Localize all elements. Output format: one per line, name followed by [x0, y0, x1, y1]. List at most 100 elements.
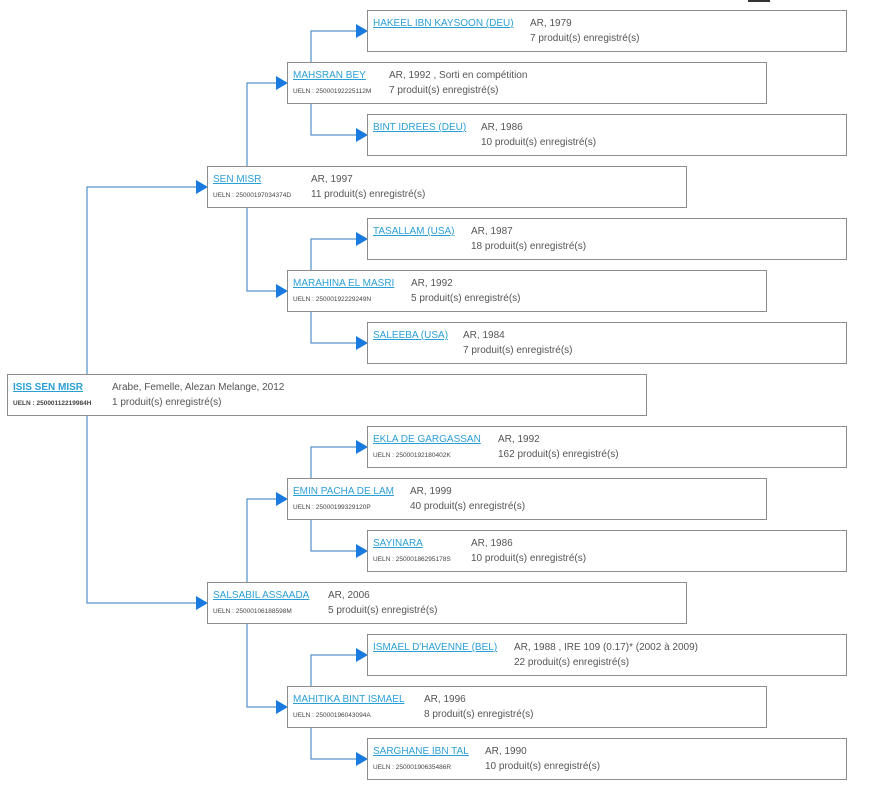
- products-count: 5 produit(s) enregistré(s): [328, 605, 438, 616]
- horse-name-link[interactable]: EKLA DE GARGASSAN: [373, 434, 481, 445]
- horse-node-dam: SALSABIL ASSAADA UELN : 25000106188598M …: [207, 582, 687, 624]
- ueln-label: UELN : 25000197034374D: [213, 192, 292, 199]
- arrow-icon: [356, 336, 368, 350]
- connector-dd-dds: [310, 654, 356, 686]
- connector-sd-sdd: [310, 311, 356, 344]
- horse-name-link[interactable]: ISIS SEN MISR: [13, 382, 84, 393]
- horse-name-link[interactable]: ISMAEL D'HAVENNE (BEL): [373, 642, 498, 653]
- horse-info: AR, 1986: [471, 538, 513, 549]
- ueln-label: UELN : 25000192180402K: [373, 452, 451, 459]
- horse-info: AR, 2006: [328, 590, 370, 601]
- ueln-label: UELN : 25000106188598M: [213, 608, 292, 615]
- connector-ds-dsd: [310, 519, 356, 552]
- horse-node-sire-dam: MARAHINA EL MASRI UELN : 25000192229249N…: [287, 270, 767, 312]
- arrow-icon: [356, 648, 368, 662]
- horse-info: Arabe, Femelle, Alezan Melange, 2012: [112, 382, 285, 393]
- products-count: 10 produit(s) enregistré(s): [471, 553, 587, 564]
- ueln-label: UELN : 25000186295178S: [373, 556, 451, 563]
- ueln-label: UELN : 25000190635486R: [373, 764, 452, 771]
- arrow-icon: [196, 596, 208, 610]
- products-count: 8 produit(s) enregistré(s): [424, 709, 534, 720]
- arrow-icon: [276, 76, 288, 90]
- horse-info: AR, 1992 , Sorti en compétition: [389, 70, 528, 81]
- products-count: 5 produit(s) enregistré(s): [411, 293, 521, 304]
- horse-node-dss: EKLA DE GARGASSAN UELN : 25000192180402K…: [367, 426, 847, 468]
- horse-name-link[interactable]: SARGHANE IBN TAL: [373, 746, 469, 757]
- connector-ss-sss: [310, 30, 356, 62]
- horse-node-dam-sire: EMIN PACHA DE LAM UELN : 25000199329120P…: [287, 478, 767, 520]
- ueln-label: UELN : 25000192225112M: [293, 88, 372, 95]
- products-count: 1 produit(s) enregistré(s): [112, 397, 222, 408]
- horse-name-link[interactable]: TASALLAM (USA): [373, 226, 455, 237]
- horse-name-link[interactable]: EMIN PACHA DE LAM: [293, 486, 394, 497]
- products-count: 10 produit(s) enregistré(s): [485, 761, 601, 772]
- arrow-icon: [356, 232, 368, 246]
- arrow-icon: [356, 128, 368, 142]
- horse-node-ssd: BINT IDREES (DEU) AR, 1986 10 produit(s)…: [367, 114, 847, 156]
- horse-name-link[interactable]: SALSABIL ASSAADA: [213, 590, 310, 601]
- products-count: 22 produit(s) enregistré(s): [514, 657, 630, 668]
- arrow-icon: [356, 752, 368, 766]
- horse-info: AR, 1979: [530, 18, 572, 29]
- horse-node-sire: SEN MISR UELN : 25000197034374D AR, 1997…: [207, 166, 687, 208]
- horse-info: AR, 1992: [498, 434, 540, 445]
- products-count: 7 produit(s) enregistré(s): [463, 345, 573, 356]
- horse-node-sss: HAKEEL IBN KAYSOON (DEU) AR, 1979 7 prod…: [367, 10, 847, 52]
- arrow-icon: [356, 440, 368, 454]
- connector-root-sire: [86, 186, 196, 374]
- horse-info: AR, 1999: [410, 486, 452, 497]
- top-scroll-indicator: [748, 0, 770, 2]
- horse-info: AR, 1990: [485, 746, 527, 757]
- connector-sd-sds: [310, 238, 356, 270]
- horse-name-link[interactable]: MAHITIKA BINT ISMAEL: [293, 694, 405, 705]
- horse-node-sdd: SALEEBA (USA) AR, 1984 7 produit(s) enre…: [367, 322, 847, 364]
- products-count: 7 produit(s) enregistré(s): [389, 85, 499, 96]
- arrow-icon: [196, 180, 208, 194]
- connector-ds-dss: [310, 446, 356, 478]
- products-count: 40 produit(s) enregistré(s): [410, 501, 526, 512]
- horse-info: AR, 1992: [411, 278, 453, 289]
- connector-sire-sd: [246, 207, 276, 292]
- horse-name-link[interactable]: SAYINARA: [373, 538, 423, 549]
- products-count: 7 produit(s) enregistré(s): [530, 33, 640, 44]
- horse-name-link[interactable]: SALEEBA (USA): [373, 330, 449, 341]
- products-count: 18 produit(s) enregistré(s): [471, 241, 587, 252]
- horse-name-link[interactable]: MAHSRAN BEY: [293, 70, 366, 81]
- horse-name-link[interactable]: SEN MISR: [213, 174, 262, 185]
- horse-info: AR, 1997: [311, 174, 353, 185]
- arrow-icon: [276, 492, 288, 506]
- horse-info: AR, 1986: [481, 122, 523, 133]
- horse-node-dsd: SAYINARA UELN : 25000186295178S AR, 1986…: [367, 530, 847, 572]
- products-count: 10 produit(s) enregistré(s): [481, 137, 597, 148]
- connector-sire-ss: [246, 82, 276, 166]
- horse-node-ddd: SARGHANE IBN TAL UELN : 25000190635486R …: [367, 738, 847, 780]
- horse-info: AR, 1984: [463, 330, 505, 341]
- horse-node-dam-dam: MAHITIKA BINT ISMAEL UELN : 250001960430…: [287, 686, 767, 728]
- horse-node-sds: TASALLAM (USA) AR, 1987 18 produit(s) en…: [367, 218, 847, 260]
- connector-dam-ds: [246, 498, 276, 582]
- products-count: 11 produit(s) enregistré(s): [311, 189, 426, 200]
- arrow-icon: [356, 544, 368, 558]
- products-count: 162 produit(s) enregistré(s): [498, 449, 619, 460]
- horse-name-link[interactable]: BINT IDREES (DEU): [373, 122, 467, 133]
- arrow-icon: [276, 284, 288, 298]
- horse-info: AR, 1996: [424, 694, 466, 705]
- horse-info: AR, 1987: [471, 226, 513, 237]
- horse-info: AR, 1988 , IRE 109 (0.17)* (2002 à 2009): [514, 642, 699, 653]
- arrow-icon: [276, 700, 288, 714]
- connector-dam-dd: [246, 623, 276, 708]
- horse-node-root: ISIS SEN MISR UELN : 25000112219984H Ara…: [7, 374, 647, 416]
- connector-root-dam: [86, 415, 196, 604]
- arrow-icon: [356, 24, 368, 38]
- ueln-label: UELN : 25000192229249N: [293, 296, 372, 303]
- horse-name-link[interactable]: HAKEEL IBN KAYSOON (DEU): [373, 18, 514, 29]
- connector-ss-ssd: [310, 103, 356, 136]
- ueln-label: UELN : 25000199329120P: [293, 504, 371, 511]
- ueln-label: UELN : 25000112219984H: [13, 400, 92, 407]
- ueln-label: UELN : 25000196043094A: [293, 712, 371, 719]
- horse-node-dds: ISMAEL D'HAVENNE (BEL) AR, 1988 , IRE 10…: [367, 634, 847, 676]
- horse-node-sire-sire: MAHSRAN BEY UELN : 25000192225112M AR, 1…: [287, 62, 767, 104]
- horse-name-link[interactable]: MARAHINA EL MASRI: [293, 278, 395, 289]
- connector-dd-ddd: [310, 727, 356, 760]
